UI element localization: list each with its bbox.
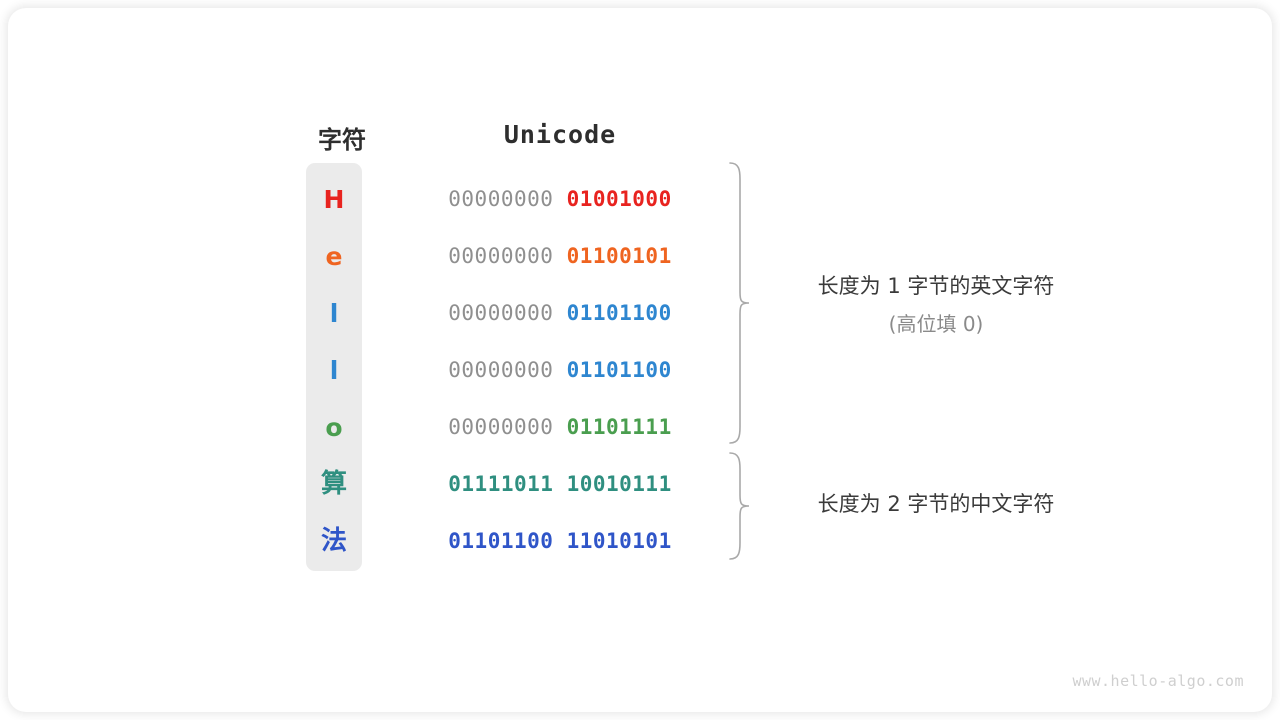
row-high-byte: 01101100 — [448, 529, 554, 553]
row-character: e — [325, 242, 343, 271]
row-low-byte: 01101100 — [566, 358, 672, 382]
row-unicode-bits: 00000000 01001000 — [424, 171, 696, 228]
row-low-byte: 11010101 — [566, 529, 672, 553]
row-unicode-bits: 00000000 01100101 — [424, 228, 696, 285]
row-character: l — [329, 299, 339, 328]
row-low-byte: 10010111 — [566, 472, 672, 496]
row-unicode-bits: 01111011 10010111 — [424, 456, 696, 513]
row-character: l — [329, 356, 339, 385]
row-character: H — [323, 185, 345, 214]
figure-stage: 字符 Unicode H 00000000 01001000 e 00000000 0… — [8, 8, 1272, 712]
row-character: 算 — [320, 469, 347, 499]
row-high-byte: 01111011 — [448, 472, 554, 496]
character-column-panel — [306, 163, 362, 571]
annotation-one-byte-sub: (高位填 0) — [888, 312, 984, 336]
row-high-byte: 00000000 — [448, 301, 554, 325]
table-row: l 00000000 01101100 — [8, 285, 1272, 342]
row-low-byte: 01001000 — [566, 187, 672, 211]
row-high-byte: 00000000 — [448, 244, 554, 268]
column-header-char: 字符 — [318, 127, 366, 154]
row-unicode-bits: 00000000 01101100 — [424, 285, 696, 342]
annotation-one-byte-main: 长度为 1 字节的英文字符 — [817, 274, 1055, 298]
figure-card: 字符 Unicode H 00000000 01001000 e 00000000 0… — [8, 8, 1272, 712]
row-low-byte: 01100101 — [566, 244, 672, 268]
row-high-byte: 00000000 — [448, 415, 554, 439]
row-character: 法 — [320, 526, 347, 556]
row-low-byte: 01101111 — [566, 415, 672, 439]
table-row: H 00000000 01001000 — [8, 171, 1272, 228]
row-character: o — [325, 413, 343, 442]
table-row: o 00000000 01101111 — [8, 399, 1272, 456]
watermark: www.hello-algo.com — [1072, 672, 1244, 690]
row-unicode-bits: 00000000 01101111 — [424, 399, 696, 456]
row-unicode-bits: 00000000 01101100 — [424, 342, 696, 399]
annotation-one-byte: 长度为 1 字节的英文字符 (高位填 0) — [776, 270, 1096, 337]
table-row: l 00000000 01101100 — [8, 342, 1272, 399]
column-header-unicode: Unicode — [503, 120, 617, 149]
table-row: 法 01101100 11010101 — [8, 513, 1272, 570]
row-low-byte: 01101100 — [566, 301, 672, 325]
table-row: e 00000000 01100101 — [8, 228, 1272, 285]
row-high-byte: 00000000 — [448, 187, 554, 211]
table-row: 算 01111011 10010111 — [8, 456, 1272, 513]
annotation-two-byte-main: 长度为 2 字节的中文字符 — [817, 492, 1055, 516]
row-unicode-bits: 01101100 11010101 — [424, 513, 696, 570]
row-high-byte: 00000000 — [448, 358, 554, 382]
annotation-two-byte: 长度为 2 字节的中文字符 — [776, 488, 1096, 518]
